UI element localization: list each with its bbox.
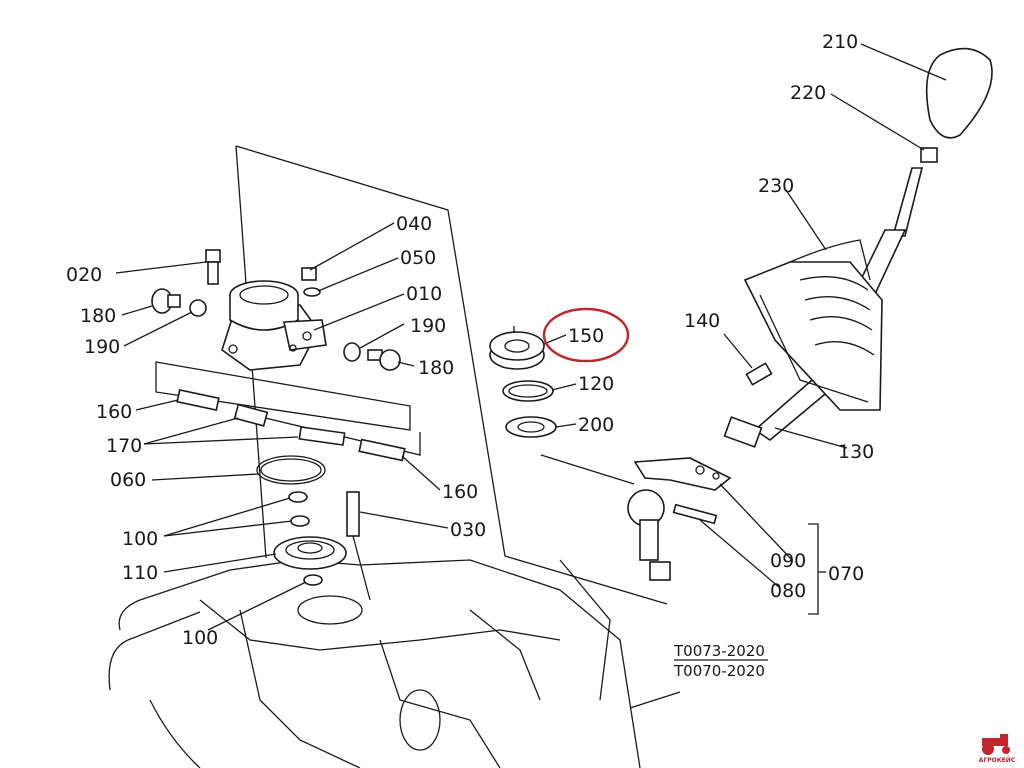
transmission-case [108,559,641,768]
sub-panel-upper [155,361,411,431]
label-100-upper: 100 [122,528,158,550]
leader-lines [115,43,947,709]
seat-150 [489,326,545,370]
label-190-right: 190 [410,315,446,337]
label-190-left: 190 [84,336,120,358]
nut-220 [920,147,938,163]
shift-shaft [627,457,732,581]
label-170: 170 [106,435,142,457]
part-labels: 020 180 190 040 050 010 190 180 160 170 … [66,31,874,680]
brand-logo: АГРОКЕЙС [974,730,1020,764]
reference-code-1: T0073-2020 [673,642,765,660]
label-090: 090 [770,550,806,572]
plug-right [367,349,401,371]
label-230: 230 [758,175,794,197]
label-160-left: 160 [96,401,132,423]
o-ring-060 [256,455,326,485]
washer-050 [303,287,321,297]
ring-100-c [303,574,323,586]
shift-housing [221,280,327,371]
label-040: 040 [396,213,432,235]
label-130: 130 [838,441,874,463]
washer-200 [505,416,557,438]
label-110: 110 [122,562,158,584]
ring-100-b [290,515,310,527]
highlight-ellipse-150 [542,307,630,363]
label-070: 070 [828,563,864,585]
label-140: 140 [684,310,720,332]
bolt-140 [745,362,773,386]
label-120: 120 [578,373,614,395]
label-060: 060 [110,469,146,491]
knob-210 [925,47,993,139]
label-080: 080 [770,580,806,602]
label-210: 210 [822,31,858,53]
label-180-left: 180 [80,305,116,327]
plug-left [151,288,181,314]
boot-110 [273,536,347,570]
bracket-070 [808,523,819,615]
bolt-020 [205,249,221,285]
reference-code-2: T0070-2020 [673,662,765,680]
logo-text: АГРОКЕЙС [978,757,1016,764]
label-220: 220 [790,82,826,104]
boot-230 [743,239,883,411]
pin-170-right [298,426,346,446]
sub-panel-lower [239,411,421,456]
label-020: 020 [66,264,102,286]
nut-040 [301,267,317,281]
ring-100-a [288,491,308,503]
tractor-icon [982,734,1010,755]
label-010: 010 [406,283,442,305]
label-150: 150 [568,325,604,347]
label-200: 200 [578,414,614,436]
spring-160-left [176,389,220,411]
washer-left [189,299,207,317]
spring-030 [346,491,360,537]
label-050: 050 [400,247,436,269]
pin-170-left [233,403,269,427]
label-100-lower: 100 [182,627,218,649]
washer-right [343,342,361,362]
spring-160-right [358,438,406,462]
label-160-right: 160 [442,481,478,503]
label-180-right: 180 [418,357,454,379]
ring-120 [502,380,554,402]
label-030: 030 [450,519,486,541]
